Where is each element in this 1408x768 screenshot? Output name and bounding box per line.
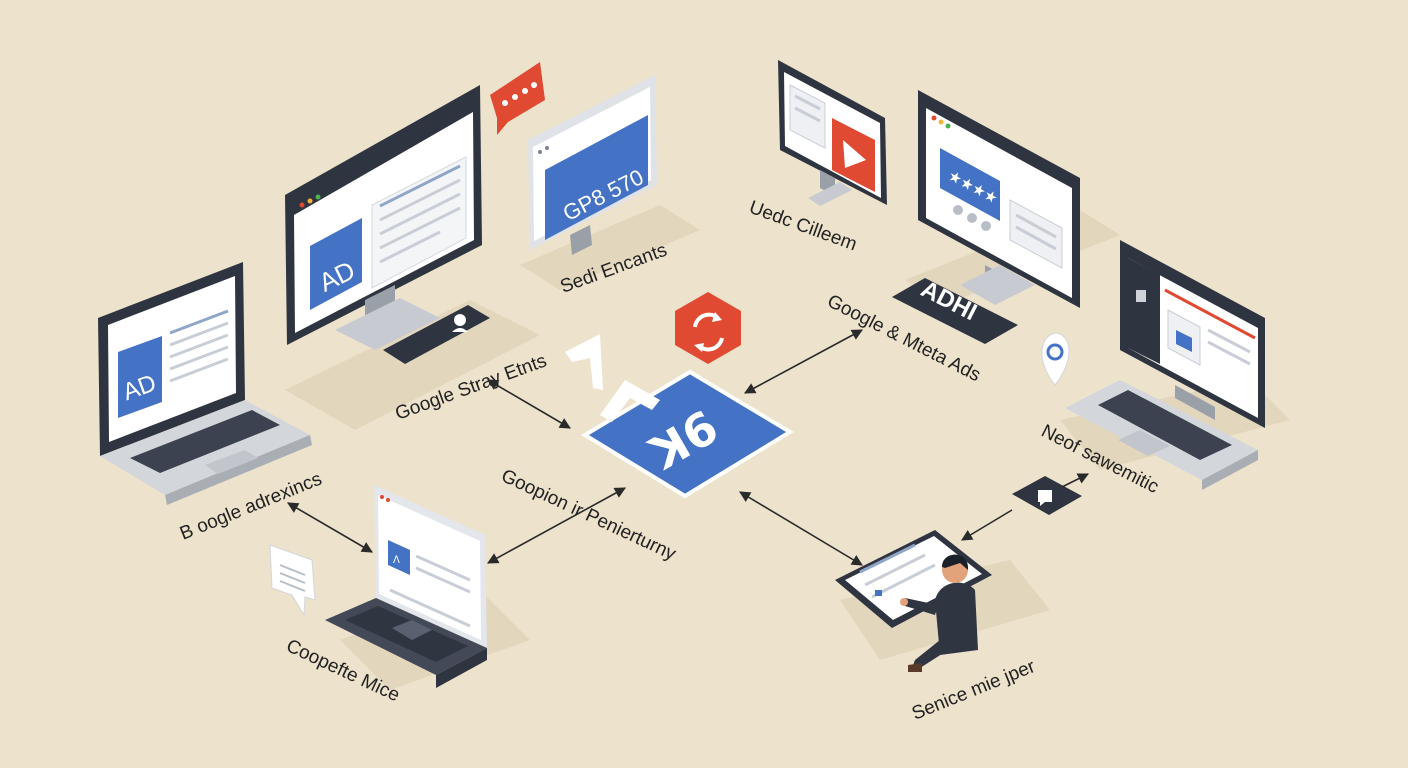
arrow-hub-bottom-laptop (487, 487, 626, 564)
tablet-person (835, 530, 992, 672)
connectors (287, 329, 1090, 566)
arrow-person-camera (961, 509, 1013, 541)
small-monitor-top (778, 60, 887, 206)
right-laptop (1065, 240, 1265, 490)
arrow-hub-meta (744, 329, 863, 394)
play-arrow-icon (565, 334, 660, 422)
left-laptop: AD (98, 262, 312, 505)
central-hub: ꓘ6 (581, 369, 794, 499)
label-senice-mie-jper: Senice mie jper (909, 656, 1039, 725)
message-note-icon (269, 544, 316, 617)
bottom-laptop: ꓥ (325, 485, 487, 688)
label-uedc-cilleem: Uedc Cilleem (746, 197, 859, 255)
label-goopion-penierturny: Goopion ir Penierturny (498, 465, 680, 565)
sync-hexagon-icon (675, 292, 741, 364)
arrow-hub-stray (487, 379, 571, 429)
bottom-laptop-mini-mark: ꓥ (393, 555, 400, 566)
phone-device (383, 305, 490, 364)
chat-bubble-icon (490, 62, 545, 135)
camera-tile-icon (1012, 476, 1082, 515)
arrow-camera-right (1061, 473, 1090, 488)
location-pin-icon (1041, 332, 1070, 386)
arrow-hub-person (739, 491, 863, 566)
arrow-left-laptop-bottom (287, 502, 373, 553)
big-monitor-right: ★★★★ (918, 90, 1080, 308)
big-monitor: AD (285, 85, 482, 350)
